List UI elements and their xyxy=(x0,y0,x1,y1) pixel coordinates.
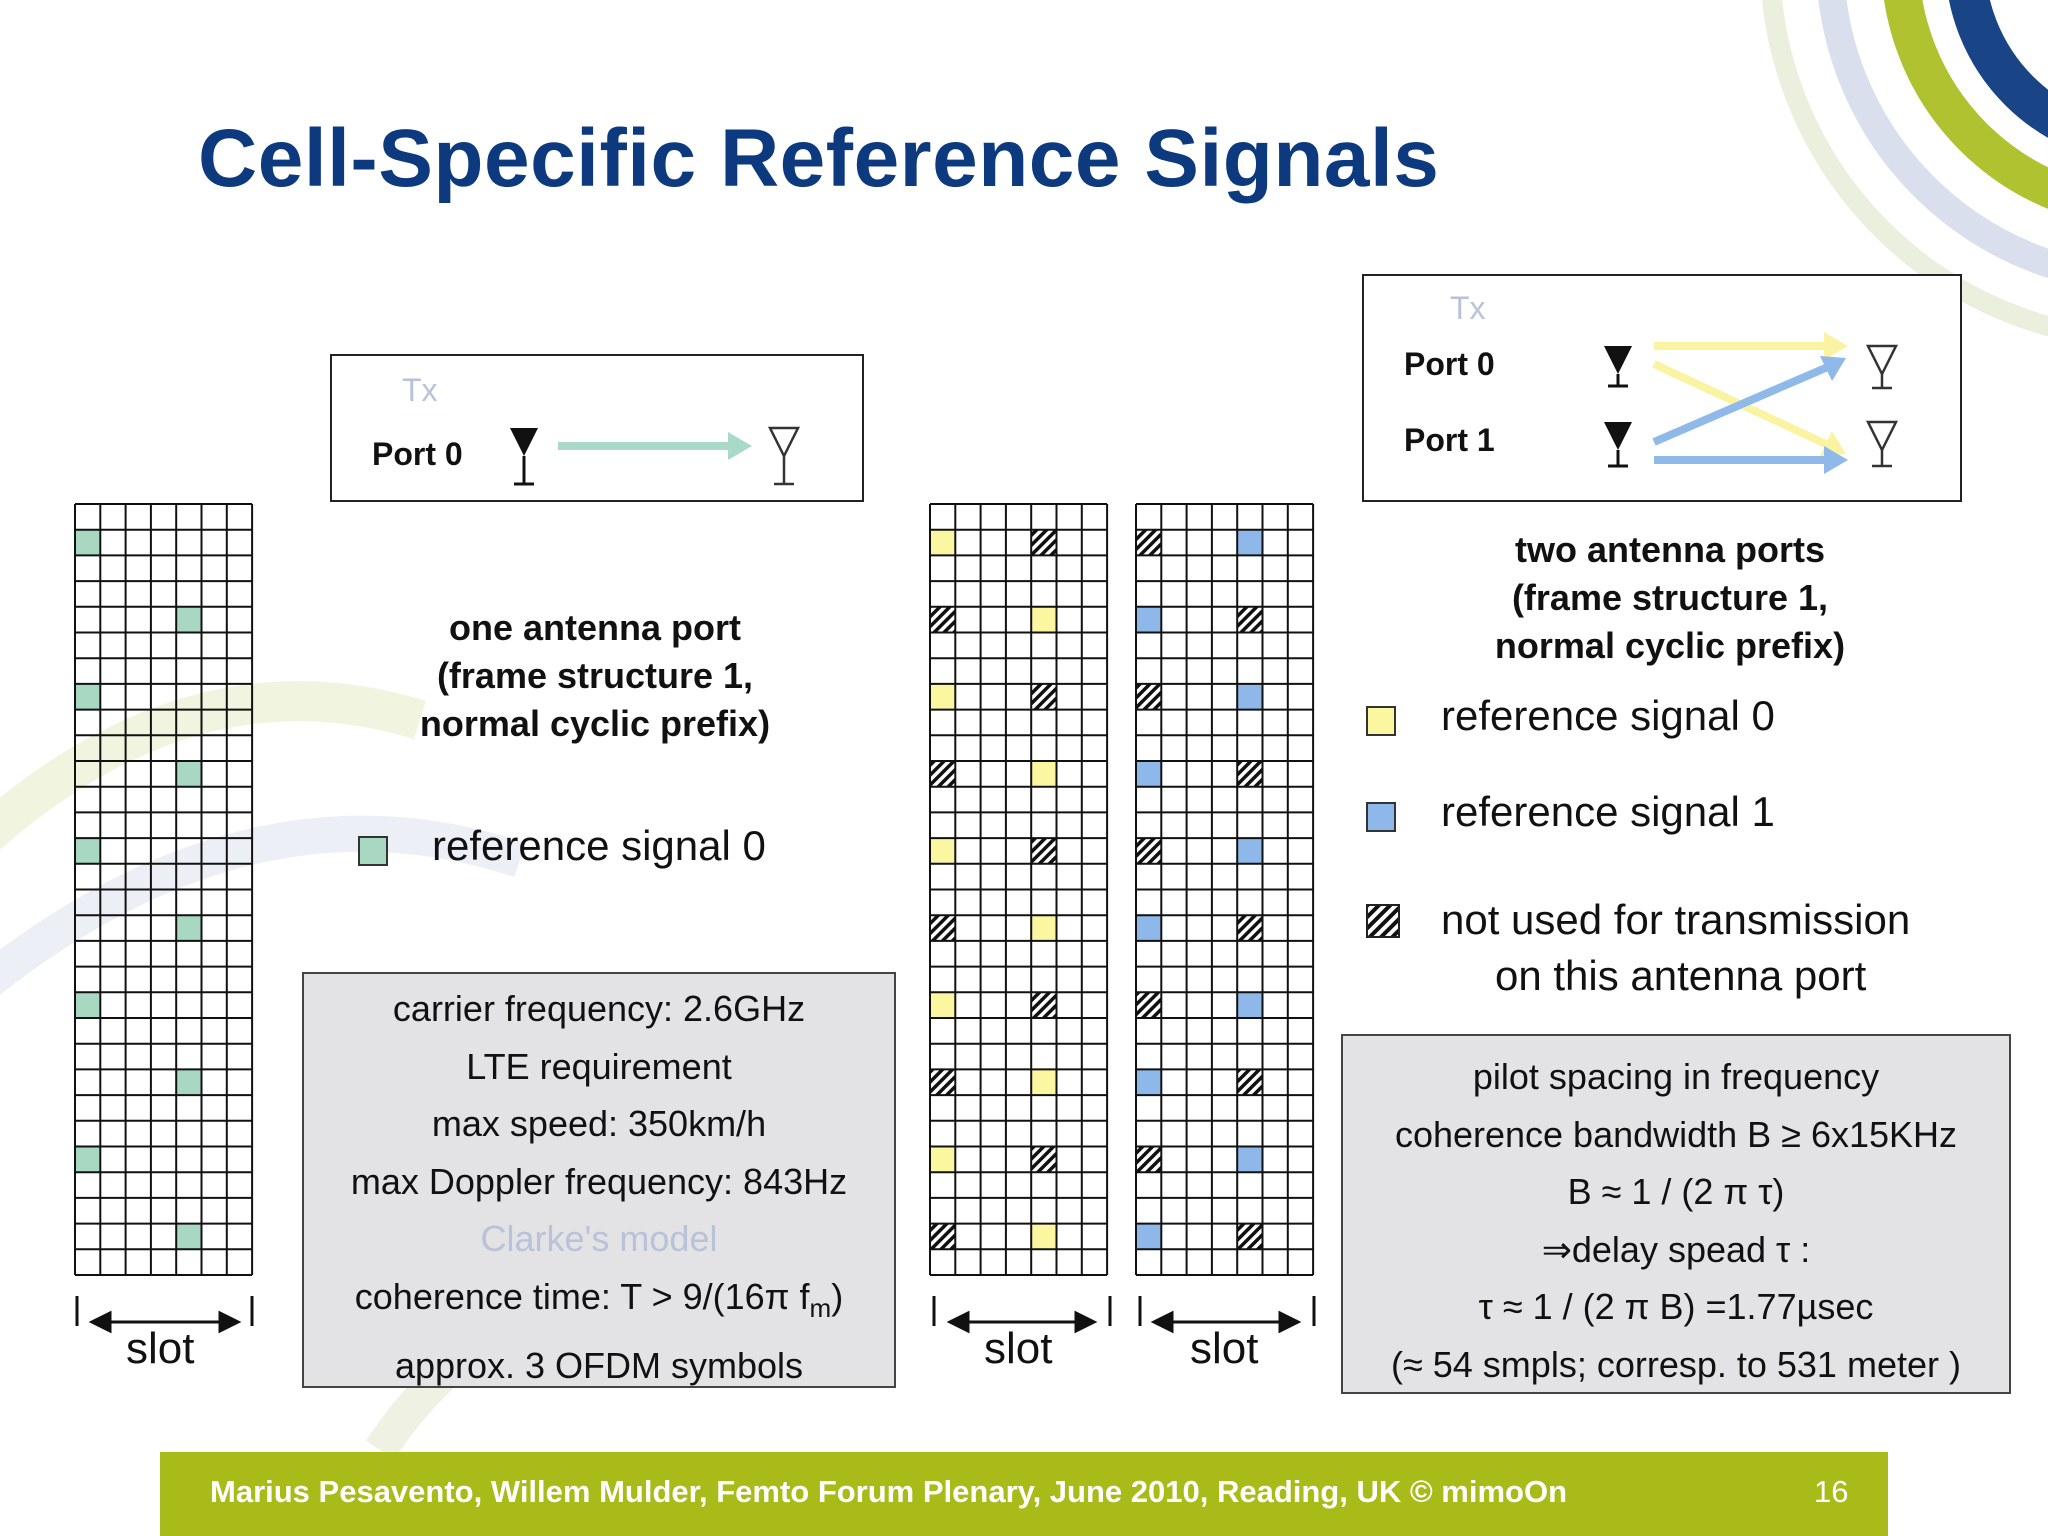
one-port-info-box: carrier frequency: 2.6GHz LTE requiremen… xyxy=(302,972,896,1388)
legend-label-rs1: reference signal 1 xyxy=(1441,788,1775,835)
legend-label-not-used: not used for transmission xyxy=(1441,896,1911,943)
legend-label-rs0: reference signal 0 xyxy=(1441,692,1775,739)
legend-label-not-used-line2: on this antenna port xyxy=(1495,952,1867,999)
coherence-text: coherence time: T > 9/(16π f xyxy=(354,1275,810,1317)
rx-antenna-icon-a xyxy=(1865,344,1899,390)
info-line-doppler: max Doppler frequency: 843Hz xyxy=(350,1160,848,1202)
page-number: 16 xyxy=(1814,1474,1849,1509)
one-port-caption: one antenna port (frame structure 1, nor… xyxy=(340,604,850,748)
info-line-samples: (≈ 54 smpls; corresp. to 531 meter ) xyxy=(1391,1343,1961,1385)
info-line-clarke: Clarke's model xyxy=(480,1218,718,1259)
caption-line: two antenna ports xyxy=(1514,529,1825,570)
caption-line: (frame structure 1, xyxy=(436,655,754,696)
legend-swatch-rs0-one-port xyxy=(358,836,388,866)
info-line-carrier: carrier frequency: 2.6GHz xyxy=(392,988,806,1029)
info-line-speed: max speed: 350km/h xyxy=(431,1103,767,1144)
one-port-antenna-box: Tx Port 0 xyxy=(330,354,864,502)
two-port-antenna-box: Tx Port 0 Port 1 xyxy=(1362,274,1962,502)
rx-antenna-icon-b xyxy=(1865,420,1899,468)
port-1-label: Port 1 xyxy=(1404,422,1495,458)
slide-title: Cell-Specific Reference Signals xyxy=(198,113,1440,204)
two-port-info-box: pilot spacing in frequency coherence ban… xyxy=(1341,1034,2011,1394)
port-0-label: Port 0 xyxy=(1404,346,1495,382)
info-line-ofdm: approx. 3 OFDM symbols xyxy=(394,1345,804,1387)
rx-antenna-icon xyxy=(767,426,801,486)
legend-label-rs0-one-port: reference signal 0 xyxy=(432,822,766,869)
caption-line: normal cyclic prefix) xyxy=(1494,625,1846,666)
info-line-b-approx: B ≈ 1 / (2 π τ) xyxy=(1567,1171,1785,1212)
info-line-lte: LTE requirement xyxy=(466,1045,732,1087)
tx-label: Tx xyxy=(1450,290,1486,326)
info-line-coherence: coherence time: T > 9/(16π fm) xyxy=(304,1268,894,1338)
tx-antenna-icon xyxy=(510,428,538,486)
slot-label-one-port: slot xyxy=(126,1324,195,1373)
slot-label-two-port-b: slot xyxy=(1190,1324,1259,1373)
slot-label-two-port-a: slot xyxy=(984,1324,1053,1373)
tx-antenna-icon-port0 xyxy=(1604,346,1632,388)
legend-swatch-rs0 xyxy=(1366,706,1396,736)
tx-antenna-icon-port1 xyxy=(1604,422,1632,468)
coherence-subscript: m xyxy=(809,1292,832,1323)
port-0-label: Port 0 xyxy=(372,436,463,472)
two-port-caption: two antenna ports (frame structure 1, no… xyxy=(1420,526,1920,670)
legend-swatch-hatch xyxy=(1366,904,1400,938)
info-line-tau: τ ≈ 1 / (2 π B) =1.77µsec xyxy=(1478,1286,1874,1327)
footer-citation: Marius Pesavento, Willem Mulder, Femto F… xyxy=(210,1474,1568,1509)
caption-line: (frame structure 1, xyxy=(1511,577,1829,618)
caption-line: one antenna port xyxy=(448,607,741,648)
footer-bar xyxy=(160,1452,1888,1536)
coherence-close: ) xyxy=(831,1275,844,1317)
legend-swatch-rs1 xyxy=(1366,802,1396,832)
info-line-pilot: pilot spacing in frequency xyxy=(1472,1056,1880,1097)
tx-label: Tx xyxy=(402,372,438,408)
two-port-link-graphic xyxy=(1604,332,1899,474)
info-line-delay: ⇒delay spead τ : xyxy=(1541,1228,1811,1270)
caption-line: normal cyclic prefix) xyxy=(419,703,771,744)
info-line-bandwidth: coherence bandwidth B ≥ 6x15KHz xyxy=(1394,1113,1958,1155)
one-port-link-graphic xyxy=(510,426,801,486)
